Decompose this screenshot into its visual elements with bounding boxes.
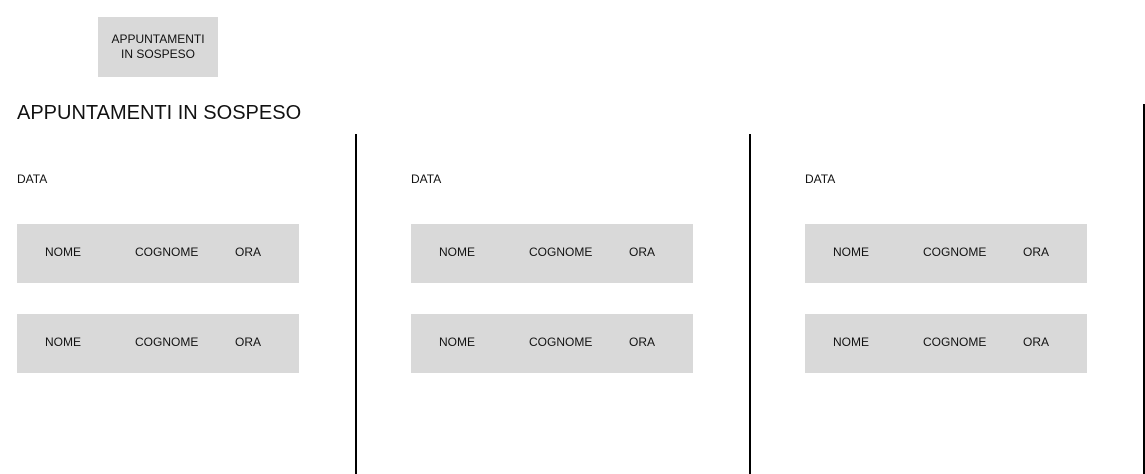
appointment-time: ORA <box>235 335 262 349</box>
pending-appointments-button-label: APPUNTAMENTI IN SOSPESO <box>111 32 205 61</box>
appointment-row[interactable]: NOME COGNOME ORA <box>17 224 299 283</box>
date-column: DATA NOME COGNOME ORA NOME COGNOME ORA <box>805 134 1087 474</box>
appointment-name: NOME <box>833 245 869 259</box>
appointment-name: NOME <box>439 335 475 349</box>
appointment-surname: COGNOME <box>135 335 199 349</box>
appointment-surname: COGNOME <box>529 245 593 259</box>
appointment-time: ORA <box>629 245 656 259</box>
appointment-surname: COGNOME <box>923 245 987 259</box>
appointment-row[interactable]: NOME COGNOME ORA <box>411 224 693 283</box>
column-divider <box>749 134 751 474</box>
appointment-time: ORA <box>629 335 656 349</box>
date-column: DATA NOME COGNOME ORA NOME COGNOME ORA <box>17 134 299 474</box>
appointment-row[interactable]: NOME COGNOME ORA <box>805 314 1087 373</box>
pending-appointments-button[interactable]: APPUNTAMENTI IN SOSPESO <box>98 17 218 77</box>
appointment-surname: COGNOME <box>135 245 199 259</box>
appointment-row[interactable]: NOME COGNOME ORA <box>17 314 299 373</box>
column-divider <box>355 134 357 474</box>
appointment-name: NOME <box>833 335 869 349</box>
appointment-time: ORA <box>1023 335 1050 349</box>
page-title: APPUNTAMENTI IN SOSPESO <box>17 102 302 124</box>
appointment-time: ORA <box>235 245 262 259</box>
date-column: DATA NOME COGNOME ORA NOME COGNOME ORA <box>411 134 693 474</box>
appointment-name: NOME <box>45 245 81 259</box>
appointment-row[interactable]: NOME COGNOME ORA <box>805 224 1087 283</box>
date-label: DATA <box>411 172 442 186</box>
appointment-row[interactable]: NOME COGNOME ORA <box>411 314 693 373</box>
appointment-name: NOME <box>45 335 81 349</box>
date-label: DATA <box>805 172 836 186</box>
column-divider <box>1143 104 1145 474</box>
date-label: DATA <box>17 172 48 186</box>
appointment-name: NOME <box>439 245 475 259</box>
appointment-surname: COGNOME <box>923 335 987 349</box>
appointment-surname: COGNOME <box>529 335 593 349</box>
appointment-time: ORA <box>1023 245 1050 259</box>
